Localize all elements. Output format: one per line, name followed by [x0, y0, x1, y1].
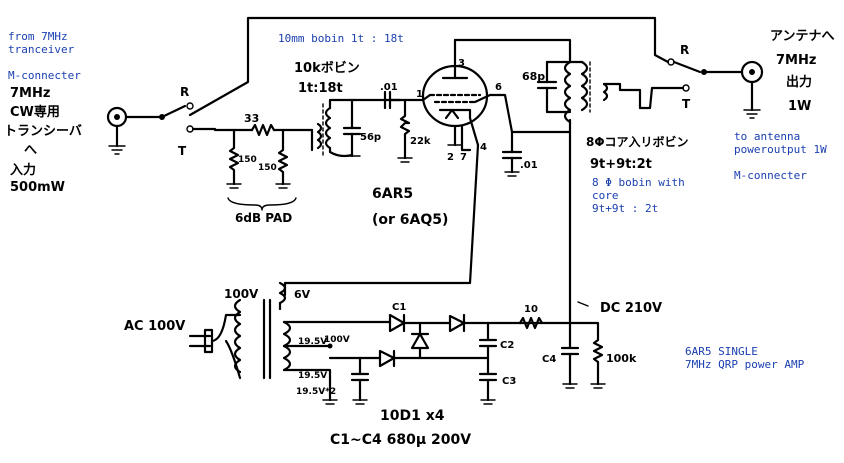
label-c2: C2	[500, 340, 514, 351]
note-bobin: 10mm bobin 1t : 18t	[278, 32, 404, 45]
label-c4: C4	[542, 354, 556, 365]
note-8phi-3: 9t+9t : 2t	[592, 202, 658, 215]
label-ratio-out: 9t+9t:2t	[590, 157, 652, 172]
input-connector	[106, 106, 162, 155]
label-s195v-note: 19.5V*2	[296, 387, 336, 397]
label-r10: 10	[524, 304, 538, 315]
label-s195v-a: 19.5V	[298, 337, 327, 347]
label-c68p: 68p	[522, 70, 545, 83]
ac-plug	[188, 313, 242, 380]
pin-4: 4	[480, 142, 487, 153]
label-s100v: 100V	[324, 335, 350, 345]
output-tank	[536, 60, 642, 134]
input-transformer	[310, 98, 402, 159]
attenuator-pad	[226, 123, 314, 211]
label-bobin-8phi-jp: 8Φコア入リボビン	[586, 134, 689, 149]
label-cw: CW専用	[10, 104, 60, 120]
label-caps: C1~C4 680μ 200V	[330, 432, 471, 448]
label-r100k: 100k	[606, 352, 637, 365]
label-r-right: R	[680, 43, 689, 57]
note-amp-title-2: 7MHz QRP power AMP	[685, 358, 805, 371]
pin-3: 3	[458, 58, 465, 69]
note-poweroutput: poweroutput 1W	[734, 143, 827, 156]
label-input: 入力	[10, 162, 36, 178]
label-r-left: R	[180, 85, 189, 99]
label-diodes: 10D1 x4	[380, 408, 445, 424]
rectifier	[322, 313, 572, 405]
screen-bypass	[501, 130, 523, 177]
note-from-7mhz: from 7MHz	[8, 30, 68, 43]
note-tranceiver: tranceiver	[8, 43, 75, 56]
note-to-antenna: to antenna	[734, 130, 800, 143]
label-r150a: 150	[238, 155, 257, 165]
note-m-connecter-left: M-connecter	[8, 69, 81, 82]
input-relay-switch	[159, 102, 230, 133]
label-7mhz-left: 7MHz	[10, 86, 50, 101]
bypass-wire	[188, 16, 670, 117]
pin-6: 6	[495, 82, 502, 93]
label-dc210v: DC 210V	[600, 301, 662, 316]
label-ac100v: AC 100V	[124, 319, 185, 334]
filter-c4-bleeder	[560, 321, 606, 389]
label-transceiver: トランシーバ	[4, 124, 82, 139]
pin-7: 7	[460, 152, 467, 163]
label-1w: 1W	[788, 99, 811, 114]
label-t-right: T	[682, 97, 691, 111]
label-bobin-10k: 10kボビン	[294, 60, 360, 76]
label-c1: C1	[392, 302, 406, 313]
label-r33: 33	[244, 112, 259, 125]
note-amp-title-1: 6AR5 SINGLE	[685, 345, 758, 358]
tube-6ar5	[421, 38, 492, 152]
label-c56p: 56p	[360, 132, 381, 143]
pin-2: 2	[447, 152, 454, 163]
label-ratio: 1t:18t	[298, 81, 343, 96]
note-m-connecter-right: M-connecter	[734, 169, 807, 182]
label-c01-top: .01	[380, 82, 398, 93]
screen-wire	[488, 93, 572, 134]
label-h6v: 6V	[294, 288, 311, 301]
label-output: 出力	[786, 74, 812, 90]
label-antenna: アンテナへ	[770, 29, 834, 44]
label-c01-b: .01	[520, 160, 538, 171]
grid-coupling	[383, 90, 425, 163]
label-7mhz-right: 7MHz	[776, 53, 816, 68]
label-r150b: 150	[258, 163, 277, 173]
label-500mw: 500mW	[10, 180, 65, 195]
pin-1: 1	[416, 89, 423, 100]
plate-wire	[453, 38, 572, 64]
note-8phi-1: 8 Φ bobin with	[592, 176, 685, 189]
output-connector	[740, 60, 764, 119]
label-c3: C3	[502, 376, 516, 387]
dc-arrow	[577, 301, 589, 307]
label-t100v: 100V	[224, 287, 259, 301]
label-tube: 6AR5	[372, 186, 413, 202]
label-r22k: 22k	[410, 136, 431, 147]
power-transformer	[233, 281, 333, 402]
label-s195v-b: 19.5V	[298, 371, 327, 381]
label-tube-alt: (or 6AQ5)	[372, 212, 448, 228]
output-relay-switch	[638, 58, 744, 110]
label-he: へ	[24, 143, 37, 158]
label-pad: 6dB PAD	[235, 211, 292, 225]
label-t-left: T	[178, 144, 187, 158]
note-8phi-2: core	[592, 189, 619, 202]
